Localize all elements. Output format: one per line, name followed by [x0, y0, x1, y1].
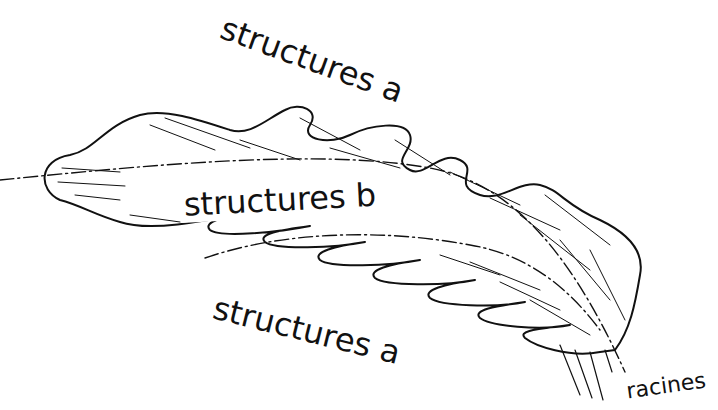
structure-label: structures b	[180, 178, 380, 224]
roots	[560, 345, 612, 400]
structure-label: structures a	[213, 10, 411, 111]
nappe-outline	[45, 107, 641, 354]
axial-lines	[0, 159, 625, 372]
hatching	[58, 118, 625, 335]
structure-label: structures a	[206, 290, 406, 372]
roots-label: racines	[622, 368, 710, 404]
